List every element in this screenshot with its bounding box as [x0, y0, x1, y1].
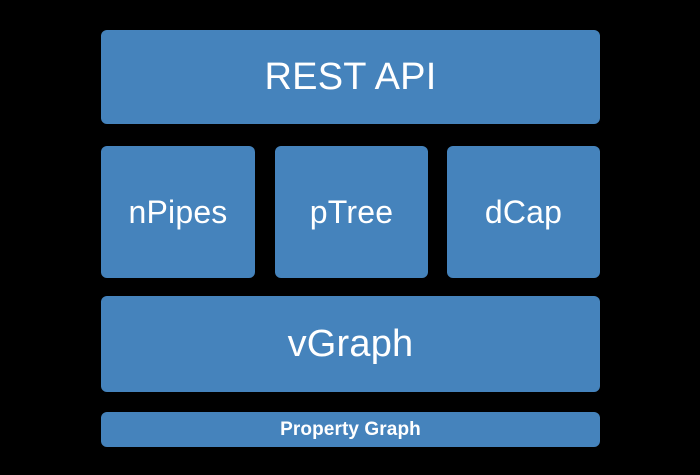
node-dcap-label: dCap: [484, 194, 563, 230]
node-property-graph[interactable]: Property Graph: [101, 412, 600, 447]
node-dcap[interactable]: dCap: [447, 146, 600, 278]
node-npipes-label: nPipes: [128, 194, 228, 230]
node-rest-api[interactable]: REST API: [101, 30, 600, 124]
node-vgraph[interactable]: vGraph: [101, 296, 600, 392]
node-property-graph-label: Property Graph: [280, 419, 421, 440]
node-ptree-label: pTree: [309, 194, 394, 230]
node-npipes[interactable]: nPipes: [101, 146, 255, 278]
node-rest-api-label: REST API: [264, 56, 437, 98]
node-ptree[interactable]: pTree: [275, 146, 428, 278]
node-vgraph-label: vGraph: [287, 323, 414, 365]
